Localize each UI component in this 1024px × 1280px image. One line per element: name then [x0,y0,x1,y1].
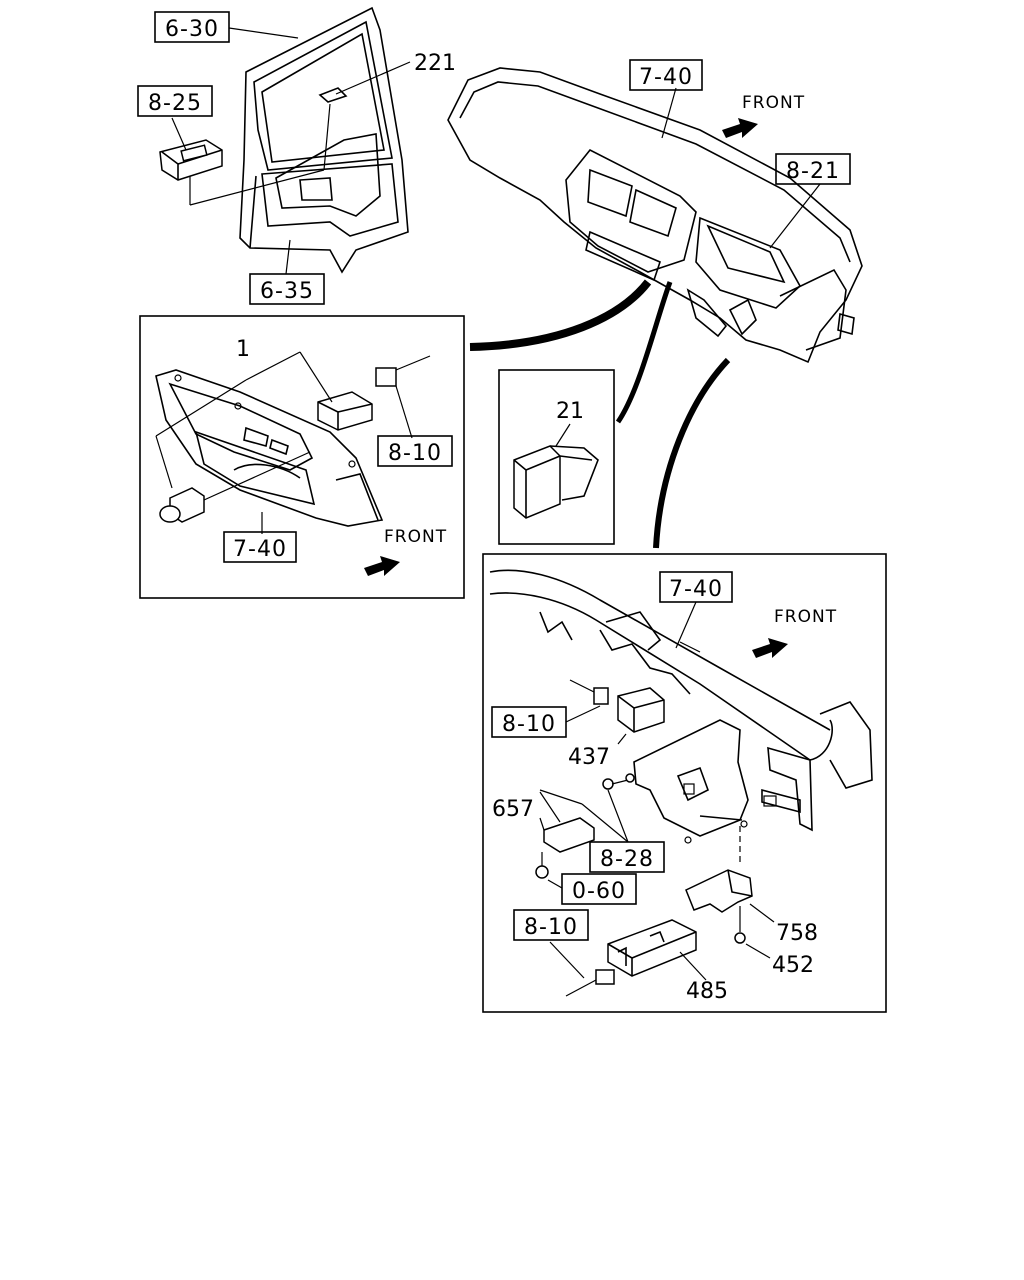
part-221: 221 [414,51,456,76]
ref-box-8-10-left [377,435,453,467]
part-21: 21 [556,399,584,424]
connector-stroke-3 [653,357,731,549]
part-1: 1 [236,337,250,362]
ref-8-28: 8-28 [600,847,654,872]
ref-box-8-21 [775,153,851,185]
ref-6-30: 6-30 [165,17,219,42]
dashboard-drawing [447,67,863,364]
detail-box-relays [482,553,887,1013]
socket-drawing [159,451,311,523]
detail-box-switch [139,315,465,599]
part-758: 758 [776,921,818,946]
part-657: 657 [492,797,534,822]
ref-7-40-lower: 7-40 [669,577,723,602]
connector-stroke-1 [469,279,652,351]
ref-box-8-25 [137,85,213,117]
part-21-drawing [513,423,599,519]
ref-box-6-35 [249,273,325,305]
ref-box-7-40-left [223,531,297,563]
front-label-left: FRONT [384,527,447,547]
front-arrow-top [722,118,758,138]
ref-box-0-60 [561,873,637,905]
part-485: 485 [686,979,728,1004]
lower-panel-drawing [155,369,384,527]
front-label-top: FRONT [742,93,805,113]
crossmember-drawing [489,569,873,832]
part-452: 452 [772,953,814,978]
ref-box-7-40-top [629,59,703,91]
ref-8-10-bottom: 8-10 [524,915,578,940]
bolt-drawing [602,773,635,790]
dimmer-switch-drawing [317,355,431,439]
front-arrow-lower [752,638,788,658]
detail-box-part-21 [498,369,615,545]
ref-8-25: 8-25 [148,91,202,116]
connector-stroke-2 [615,281,673,424]
ref-0-60: 0-60 [572,879,626,904]
door-drawing [239,6,411,274]
front-label-lower: FRONT [774,607,837,627]
bracket-drawing [633,719,749,862]
part-437: 437 [568,745,610,770]
ref-box-8-10-mid [491,706,567,738]
ref-box-8-10-bottom [513,909,589,941]
ref-box-6-30 [154,11,230,43]
ref-7-40-left: 7-40 [233,537,287,562]
relay-437-drawing [569,679,665,745]
bracket-758-drawing [685,869,753,944]
relay-485-drawing [565,919,707,997]
ref-box-8-28 [589,841,665,873]
bracket-657-drawing [535,791,595,879]
ref-8-10-left: 8-10 [388,441,442,466]
front-arrow-left [364,556,400,576]
ref-8-21: 8-21 [786,159,840,184]
ref-6-35: 6-35 [260,279,314,304]
ref-7-40-top: 7-40 [639,65,693,90]
ref-8-10-mid: 8-10 [502,712,556,737]
window-switch-drawing [159,103,331,206]
